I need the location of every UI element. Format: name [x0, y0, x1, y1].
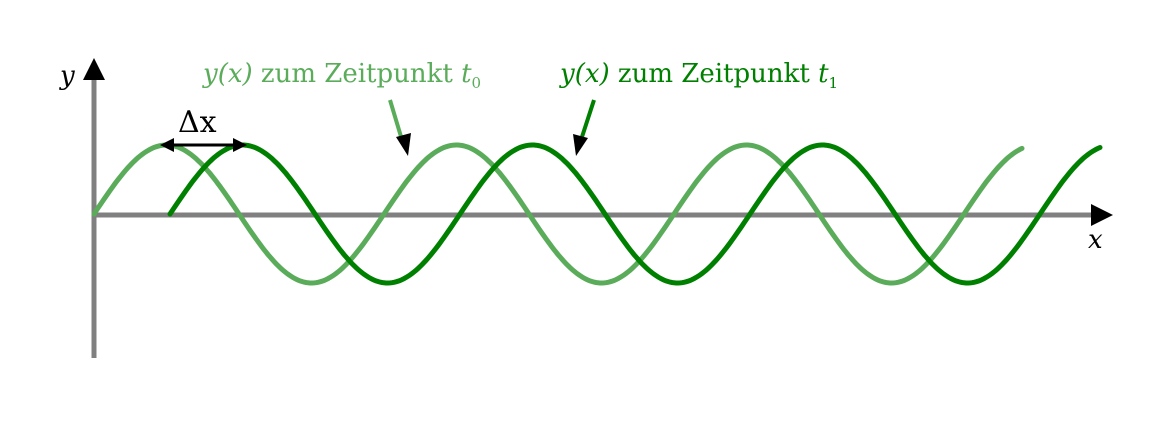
wave-t0-time-sub: 0	[472, 74, 482, 92]
wave-t0-label: y(x) zum Zeitpunkt t0	[202, 59, 481, 92]
x-axis-arrowhead	[1091, 204, 1113, 226]
x-axis-label: x	[1088, 225, 1103, 255]
wave-t1-curve	[167, 142, 1103, 286]
wave-t1-time-var: t	[818, 59, 829, 89]
y-axis-arrowhead	[83, 58, 105, 80]
wave-t0-text: zum Zeitpunkt	[253, 59, 461, 89]
delta-x-arrowhead-left	[160, 138, 174, 152]
delta-x-label: Δx	[178, 105, 217, 140]
y-axis-label: y	[59, 61, 75, 91]
wave-t1-pointer-head	[573, 134, 588, 156]
wave-t0-curve	[91, 142, 1025, 286]
wave-t0-var: y(x)	[202, 59, 253, 89]
wave-t0-pointer-head	[396, 133, 411, 156]
delta-x-arrowhead-right	[233, 138, 247, 152]
wave-t1-pointer	[579, 99, 596, 141]
wave-t0-pointer	[388, 99, 404, 141]
wave-t0-time-var: t	[461, 59, 472, 89]
wave-t1-time-sub: 1	[829, 74, 839, 92]
wave-t1-label: y(x) zum Zeitpunkt t1	[559, 59, 838, 92]
wave-t1-text: zum Zeitpunkt	[610, 59, 818, 89]
wave-t1-var: y(x)	[559, 59, 610, 89]
